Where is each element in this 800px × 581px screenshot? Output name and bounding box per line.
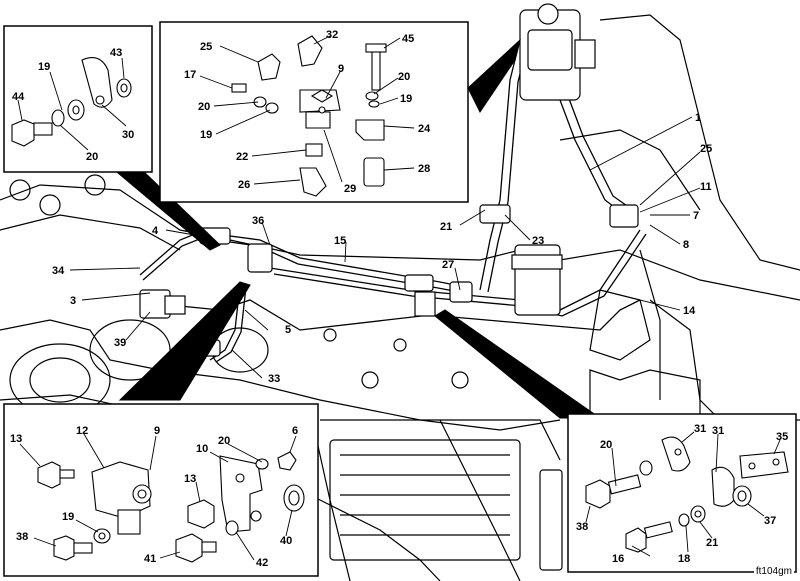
callout: 42 <box>256 557 268 569</box>
engine-block-drawing <box>0 14 800 581</box>
callout: 6 <box>292 425 298 437</box>
callout: 30 <box>122 129 134 141</box>
callout: 19 <box>200 129 212 141</box>
callout: 15 <box>334 235 346 247</box>
callout: 24 <box>418 123 431 135</box>
callout: 44 <box>12 91 25 103</box>
callout: 5 <box>285 324 291 336</box>
callout: 43 <box>110 47 122 59</box>
callout: 7 <box>693 210 699 222</box>
callout: 25 <box>700 143 712 155</box>
inset-bottom-left: 13 12 9 10 20 6 13 19 38 41 42 40 <box>3 403 319 577</box>
inset-pointers <box>110 38 602 419</box>
callout: 23 <box>532 235 544 247</box>
callout: 28 <box>418 163 430 175</box>
callout: 40 <box>280 535 292 547</box>
inset-bottom-right: 20 31 31 35 38 16 18 21 37 <box>567 413 797 573</box>
figure-id-label: ft104gm <box>753 566 794 577</box>
callout: 26 <box>238 179 250 191</box>
callout: 3 <box>70 295 76 307</box>
callout: 29 <box>344 183 356 195</box>
callout: 17 <box>184 69 196 81</box>
callout: 9 <box>154 425 160 437</box>
callout: 38 <box>576 521 588 533</box>
callout: 19 <box>62 511 74 523</box>
callout: 12 <box>76 425 88 437</box>
callout: 19 <box>38 61 50 73</box>
callout: 4 <box>152 225 159 237</box>
callout: 20 <box>198 101 210 113</box>
callout: 20 <box>86 151 98 163</box>
callout: 20 <box>600 439 612 451</box>
main-callouts: 1 25 11 7 8 14 21 23 27 15 36 4 34 3 39 … <box>52 112 712 385</box>
callout: 21 <box>706 537 718 549</box>
inset-top-left: 43 19 44 30 20 <box>3 25 153 173</box>
callout: 21 <box>440 221 452 233</box>
callout: 16 <box>612 553 624 565</box>
main-leaders <box>69 116 701 379</box>
callout: 19 <box>400 93 412 105</box>
callout: 25 <box>200 41 212 53</box>
callout: 32 <box>326 29 338 41</box>
callout: 37 <box>764 515 776 527</box>
callout: 18 <box>678 553 690 565</box>
fittings <box>139 3 639 571</box>
callout: 31 <box>712 425 724 437</box>
callout: 13 <box>10 433 22 445</box>
callout: 39 <box>114 337 126 349</box>
callout: 41 <box>144 553 156 565</box>
callout: 38 <box>16 531 28 543</box>
callout: 35 <box>776 431 788 443</box>
callout: 27 <box>442 259 454 271</box>
callout: 31 <box>694 423 706 435</box>
callout: 34 <box>52 265 65 277</box>
callout: 20 <box>398 71 410 83</box>
callout: 33 <box>268 373 280 385</box>
callout: 11 <box>700 181 712 193</box>
callout: 45 <box>402 33 414 45</box>
callout: 10 <box>196 443 208 455</box>
callout: 9 <box>338 63 344 75</box>
callout: 8 <box>683 239 689 251</box>
callout: 22 <box>236 151 248 163</box>
callout: 20 <box>218 435 230 447</box>
callout: 36 <box>252 215 264 227</box>
callout: 14 <box>683 305 696 317</box>
callout: 1 <box>695 112 701 124</box>
callout: 13 <box>184 473 196 485</box>
inset-top-center: 25 32 45 17 9 20 20 19 19 24 22 28 26 29 <box>159 21 469 203</box>
